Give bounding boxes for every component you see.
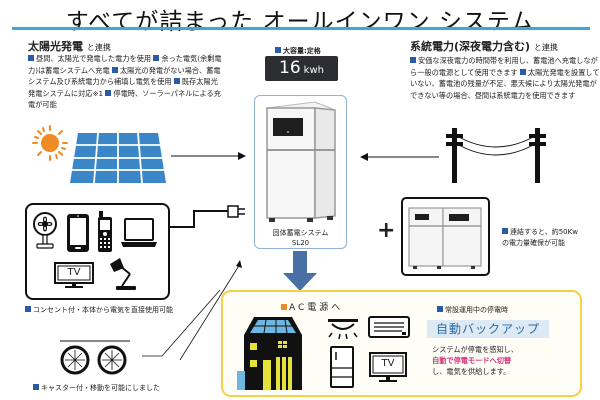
caster-wheels-icon [60, 340, 130, 375]
backup-highlight: 自動で停電モードへ切替 [432, 356, 512, 365]
bullet-square-icon [173, 78, 180, 84]
bullet-square-icon [25, 306, 31, 312]
plus-icon: + [377, 218, 396, 243]
bullet-square-icon [153, 55, 160, 61]
grid-bullet: 安価な深夜電力の時間帯を利用し、蓄電池へ充電しながら一般の電源として使用できます [410, 56, 598, 77]
house-icon [237, 317, 302, 390]
capacity-label: 大容量:定格 [275, 46, 321, 56]
storage-unit-image [266, 101, 336, 222]
tv-icon-frame [54, 262, 94, 288]
backup-line1: システムが停電を感知し、 [432, 345, 519, 354]
utility-pole-icon [446, 128, 546, 183]
solar-description: 昼間、太陽光で発電した電力を使用 余った電気(余剰電力)は蓄電システムへ充電 太… [28, 53, 223, 111]
refrigerator-icon [330, 346, 354, 388]
expansion-units-image [408, 207, 482, 269]
smartphone-icon [67, 214, 89, 252]
storage-unit-name: 固体蓄電システム SL20 [254, 228, 347, 248]
arrow-down-icon [283, 251, 317, 291]
grid-heading-main: 系統電力(深夜電力含む) [410, 40, 531, 53]
capacity-label-text: 大容量:定格 [283, 47, 321, 55]
expansion-caption-line2: の電力量確保が可能 [502, 239, 565, 247]
bullet-square-icon [111, 66, 118, 73]
bullet-square-icon [105, 89, 112, 96]
caster-caption-text: キャスター付・移動を可能にしました [41, 384, 160, 392]
fan-icon [33, 212, 57, 249]
bullet-square-icon [33, 384, 39, 390]
bullet-square-icon [502, 228, 508, 234]
power-plug-icon [170, 205, 245, 228]
grid-bullet: 太陽光発電を設置していない、蓄電池の残量が不足、悪天候により太陽光発電ができない… [410, 67, 600, 100]
devices-box [25, 203, 170, 300]
mobile-phone-icon [98, 211, 112, 252]
grid-heading: 系統電力(深夜電力含む) と連携 [410, 38, 558, 54]
storage-unit-name-text: 固体蓄電システム [272, 229, 329, 237]
backup-label: 常設運用中の停電時 [437, 305, 508, 315]
ac-tv-frame [369, 352, 407, 382]
outlet-caption-text: コンセント付・本体から電気を直接使用可能 [33, 306, 173, 314]
solar-bullet: 停電時、ソーラーパネルによる充電が可能 [28, 88, 221, 110]
auto-backup-title: 自動バックアップ [427, 320, 549, 338]
ac-label: AC電源へ [281, 300, 343, 313]
page-title: すべてが詰まった オールインワン システム [65, 9, 535, 35]
solar-heading-main: 太陽光発電 [28, 40, 83, 53]
sun-icon [32, 125, 68, 161]
solar-bullet: 昼間、太陽光で発電した電力を使用 [36, 54, 152, 63]
ac-tv-icon: TV [369, 352, 407, 384]
arrow-grid-to-unit [360, 153, 439, 161]
capacity-value: 16 [279, 58, 301, 78]
caster-caption: キャスター付・移動を可能にしました [33, 383, 160, 393]
title-underline [12, 27, 590, 30]
backup-description: システムが停電を感知し、 自動で停電モードへ切替 し、電気を供給します。 [432, 344, 518, 377]
solar-bullet: 太陽光の発電がない場合、蓄電システム及び系統電力から補填し電気を使用 [28, 65, 221, 87]
desk-lamp-icon [110, 258, 136, 290]
capacity-unit: kwh [303, 65, 324, 76]
solar-heading-suffix: と連携 [86, 43, 111, 52]
grid-description: 安価な深夜電力の時間帯を利用し、蓄電池へ充電しながら一般の電源として使用できます… [410, 55, 600, 101]
bullet-square-icon [275, 47, 281, 53]
solar-bullet: 余った電気(余剰電力)は蓄電システムへ充電 [28, 54, 222, 75]
expansion-caption: 連結すると、約50Kw の電力量確保が可能 [502, 227, 597, 249]
air-conditioner-icon [368, 316, 410, 338]
ceiling-light-icon [328, 319, 358, 340]
bullet-square-icon [410, 57, 416, 63]
backup-line3: し、電気を供給します。 [432, 367, 511, 376]
tv-icon: TV [54, 262, 94, 289]
outlet-caption: コンセント付・本体から電気を直接使用可能 [25, 305, 173, 315]
grid-heading-suffix: と連携 [533, 43, 558, 52]
expansion-caption-line1: 連結すると、約50Kw [510, 228, 578, 236]
storage-unit-model: SL20 [291, 239, 310, 247]
bullet-square-icon [437, 306, 443, 312]
laptop-icon [121, 218, 157, 247]
solar-bullet: 既存太陽光発電システムに対応※1 [28, 77, 218, 98]
solar-heading: 太陽光発電 と連携 [28, 38, 111, 54]
arrow-solar-to-unit [171, 152, 246, 160]
ac-tv-label: TV [381, 358, 395, 369]
bullet-square-icon [281, 304, 287, 310]
ac-label-text: AC電源へ [289, 303, 344, 313]
solar-panel-icon [70, 133, 166, 183]
bullet-square-icon [519, 68, 526, 75]
tv-label: TV [67, 267, 81, 278]
bullet-square-icon [28, 55, 34, 61]
expansion-units-box [401, 197, 490, 276]
pointer-lines [142, 260, 242, 360]
backup-label-text: 常設運用中の停電時 [445, 306, 508, 314]
